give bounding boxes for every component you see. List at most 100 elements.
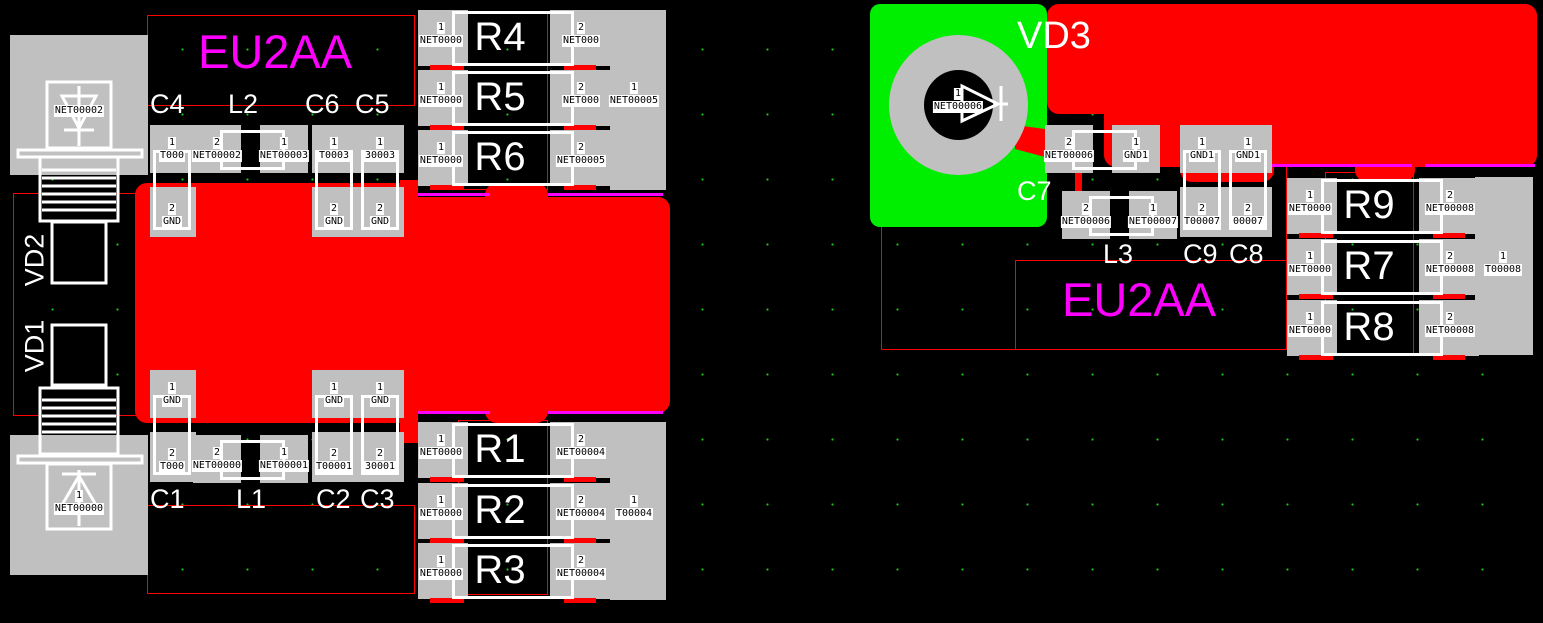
c7-refdes: C7	[1017, 176, 1052, 206]
l3-pad-a[interactable]	[1062, 191, 1110, 239]
pad-number: 1	[167, 382, 177, 394]
pad-net-name: T00004	[614, 508, 654, 520]
pad-net-name: GND1	[1234, 150, 1262, 162]
pad-net-name: NET0000	[418, 155, 464, 167]
pad-number: 2	[576, 82, 586, 94]
copper-stub	[400, 395, 418, 443]
pad-net-name: NET0000	[418, 447, 464, 459]
pad-net-name: NET0000	[1287, 325, 1333, 337]
pad-net-name: GND	[323, 395, 345, 407]
r6-trace-left	[430, 185, 464, 190]
pad-net-name: T00001	[314, 461, 354, 473]
pad-number: 2	[1445, 190, 1455, 202]
pad-number: 1	[1197, 137, 1207, 149]
pad-net-name: NET00003	[258, 150, 310, 162]
pad-net-name: NET00008	[1424, 264, 1476, 276]
r9-trace-right	[1433, 233, 1465, 238]
pad-number: 1	[74, 490, 84, 502]
pour-edge-top	[410, 193, 490, 196]
c8-refdes: C8	[1229, 239, 1264, 269]
pad-net-name: NET00000	[191, 460, 243, 472]
l2-refdes: L2	[228, 89, 259, 119]
vd3-refdes: VD3	[1017, 15, 1091, 57]
c4-refdes: C4	[150, 89, 185, 119]
pad-number: 1	[436, 495, 446, 507]
pad-net-name: T000	[158, 461, 186, 473]
r1-trace-left	[430, 477, 464, 482]
pad-number: 2	[1064, 137, 1074, 149]
pad-net-name: NET00000	[53, 503, 105, 515]
r6-refdes: R6	[474, 135, 526, 179]
pad-number: 1	[629, 82, 639, 94]
pad-number: 1	[1243, 137, 1253, 149]
r1-refdes: R1	[474, 427, 526, 471]
pad-net-name: NET00007	[1127, 216, 1179, 228]
connector-outline	[13, 193, 148, 416]
pad-net-name: NET00006	[1060, 216, 1112, 228]
pad-number: 1	[436, 434, 446, 446]
r2-refdes: R2	[474, 488, 526, 532]
pad-net-name: NET0000	[1287, 203, 1333, 215]
c7-pad-a[interactable]	[1045, 125, 1093, 173]
pad-number: 1	[436, 142, 446, 154]
copper-pour-bump	[485, 183, 548, 423]
pad-number: 1	[375, 137, 385, 149]
pad-number: 2	[1081, 203, 1091, 215]
pad-number: 2	[167, 203, 177, 215]
pad-net-name: NET0000	[418, 35, 464, 47]
trace-stub	[1075, 165, 1082, 200]
r7-trace-left	[1299, 294, 1333, 299]
l2-pad-a[interactable]	[193, 125, 241, 173]
pad-net-name: NET00004	[555, 568, 607, 580]
bottom-keepout-outline	[147, 505, 415, 594]
pad-number: 1	[436, 22, 446, 34]
l1-pad-a[interactable]	[193, 435, 241, 483]
pad-net-name: NET00002	[191, 150, 243, 162]
pad-net-name: NET00006	[1043, 150, 1095, 162]
r3-trace-right	[564, 598, 596, 603]
pad-number: 2	[576, 142, 586, 154]
l3-refdes: L3	[1103, 239, 1134, 269]
r5-trace-left	[430, 125, 464, 130]
r5-trace-right	[564, 125, 596, 130]
c1-refdes: C1	[150, 484, 185, 514]
pad-net-name: GND	[323, 216, 345, 228]
pad-number: 1	[329, 137, 339, 149]
pad-net-name: 30001	[363, 461, 397, 473]
pad-number: 2	[329, 203, 339, 215]
pad-net-name: 30003	[363, 150, 397, 162]
copper-stub	[400, 180, 418, 240]
r9-trace-left	[1299, 233, 1333, 238]
pad-number: 1	[1305, 312, 1315, 324]
pad-net-name: T0003	[317, 150, 351, 162]
pad-number: 1	[279, 447, 289, 459]
pad-net-name: NET0000	[418, 95, 464, 107]
pad-number: 1	[953, 88, 963, 100]
pad-number: 2	[329, 448, 339, 460]
pad-net-name: T00007	[1182, 216, 1222, 228]
pad-net-name: NET00004	[555, 508, 607, 520]
